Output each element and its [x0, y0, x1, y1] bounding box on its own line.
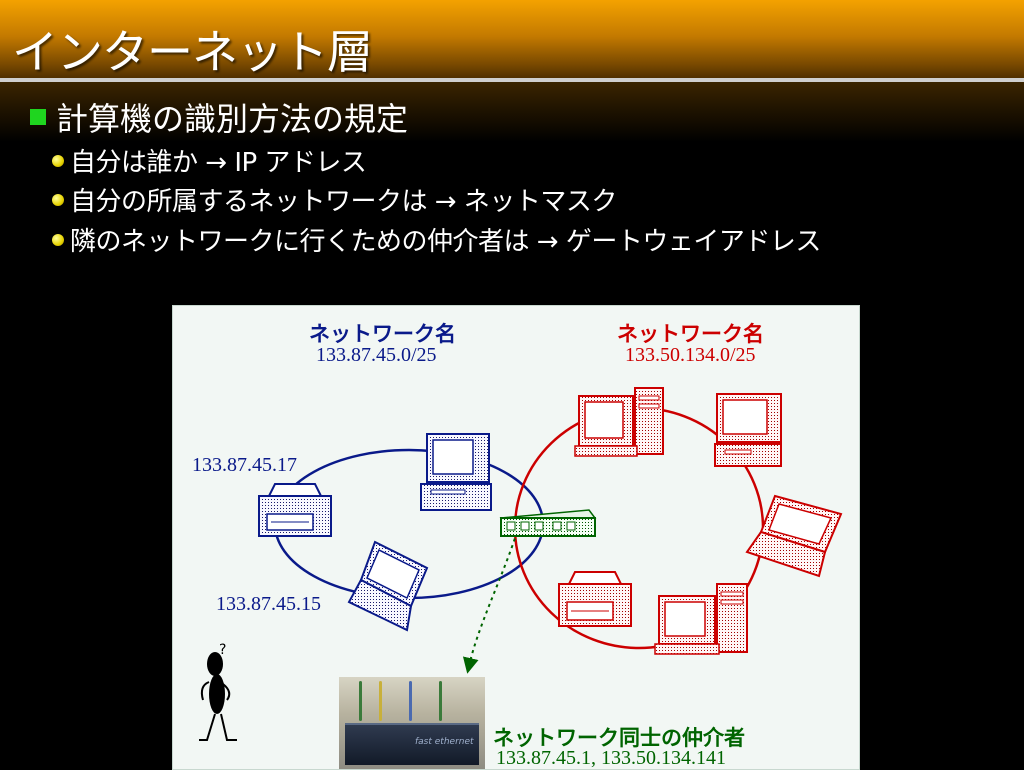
left-network-address: 133.87.45.0/25 [316, 344, 437, 367]
gateway-link [469, 532, 517, 666]
main-bullet: 計算機の識別方法の規定 [30, 94, 408, 140]
computer-icon [715, 394, 781, 466]
round-bullet-icon [52, 194, 64, 206]
right-network-address: 133.50.134.0/25 [625, 344, 756, 367]
confused-person-icon: ? [199, 642, 237, 740]
printer-icon [559, 572, 631, 626]
laptop-icon [349, 542, 427, 630]
router-photo-text: fast ethernet [415, 737, 474, 747]
computer-icon [575, 388, 663, 456]
computer-icon [655, 584, 747, 654]
host-ip-label: 133.87.45.17 [192, 454, 297, 477]
printer-icon [259, 484, 331, 536]
sub-bullet-text: 自分の所属するネットワークは → ネットマスク [70, 181, 617, 218]
sub-bullet-gateway: 隣のネットワークに行くための仲介者は → ゲートウェイアドレス [52, 221, 821, 258]
main-bullet-text: 計算機の識別方法の規定 [56, 94, 408, 140]
sub-bullet-text: 自分は誰か → IP アドレス [70, 142, 366, 179]
router-photo: fast ethernet [339, 677, 485, 769]
computer-icon [421, 434, 491, 510]
network-diagram: ? ネットワーク名 133.87.45.0/25 ネットワーク名 133.50.… [172, 305, 860, 770]
sub-bullet-ip: 自分は誰か → IP アドレス [52, 142, 366, 179]
host-ip-label: 133.87.45.15 [216, 593, 321, 616]
router-device: fast ethernet [345, 723, 479, 765]
sub-bullet-netmask: 自分の所属するネットワークは → ネットマスク [52, 181, 617, 218]
sub-bullet-text: 隣のネットワークに行くための仲介者は → ゲートウェイアドレス [70, 221, 821, 258]
round-bullet-icon [52, 155, 64, 167]
gateway-addresses: 133.87.45.1, 133.50.134.141 [496, 747, 726, 770]
square-bullet-icon [30, 109, 46, 125]
slide-title: インターネット層 [12, 16, 372, 82]
diagram-graphics: ? [173, 306, 859, 769]
round-bullet-icon [52, 234, 64, 246]
